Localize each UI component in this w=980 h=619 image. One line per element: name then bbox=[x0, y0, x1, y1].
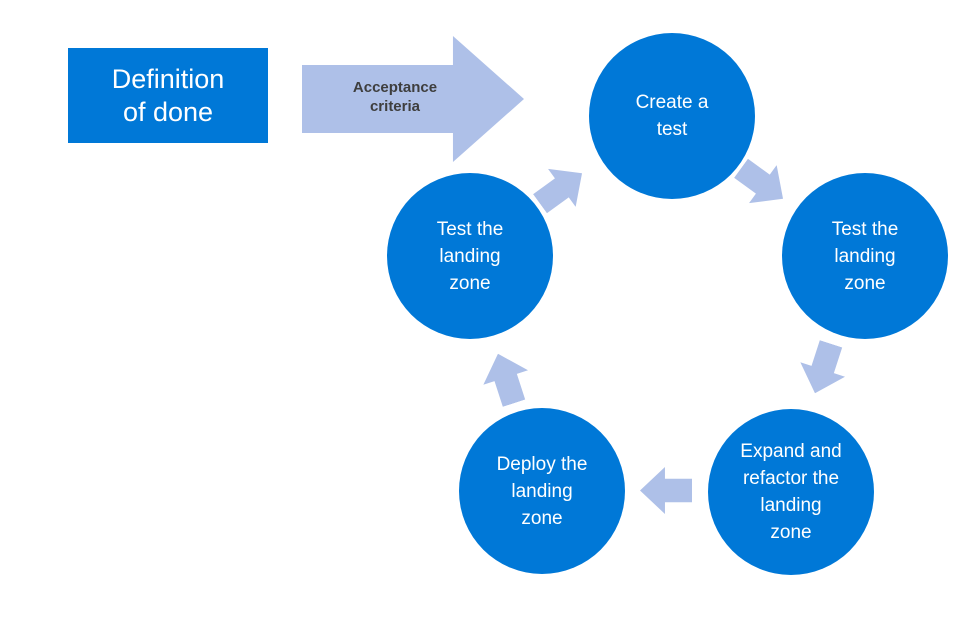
cycle-node-create-test: Create a test bbox=[589, 33, 755, 199]
cycle-node-label: Expand and refactor the landing zone bbox=[740, 441, 842, 543]
cycle-node-deploy-landing-zone: Deploy the landing zone bbox=[459, 408, 625, 574]
cycle-node-label: Create a test bbox=[635, 92, 709, 140]
cycle-node-expand-refactor: Expand and refactor the landing zone bbox=[708, 409, 874, 575]
arrow-up-icon bbox=[476, 347, 537, 411]
cycle-node-test-landing-zone-right: Test the landing zone bbox=[782, 173, 948, 339]
definition-of-done-box: Definition of done bbox=[68, 48, 268, 143]
cycle-node-label: Test the landing zone bbox=[436, 218, 504, 294]
arrow-down-left-icon bbox=[793, 337, 854, 401]
cycle-node-label: Deploy the landing zone bbox=[496, 453, 588, 529]
arrow-left-icon bbox=[640, 467, 692, 514]
acceptance-criteria-label: Acceptance criteria bbox=[352, 79, 438, 115]
definition-of-done-label: Definition of done bbox=[111, 63, 225, 127]
cycle-node-label: Test the landing zone bbox=[831, 218, 899, 294]
cycle-node-test-landing-zone-left: Test the landing zone bbox=[387, 173, 553, 339]
